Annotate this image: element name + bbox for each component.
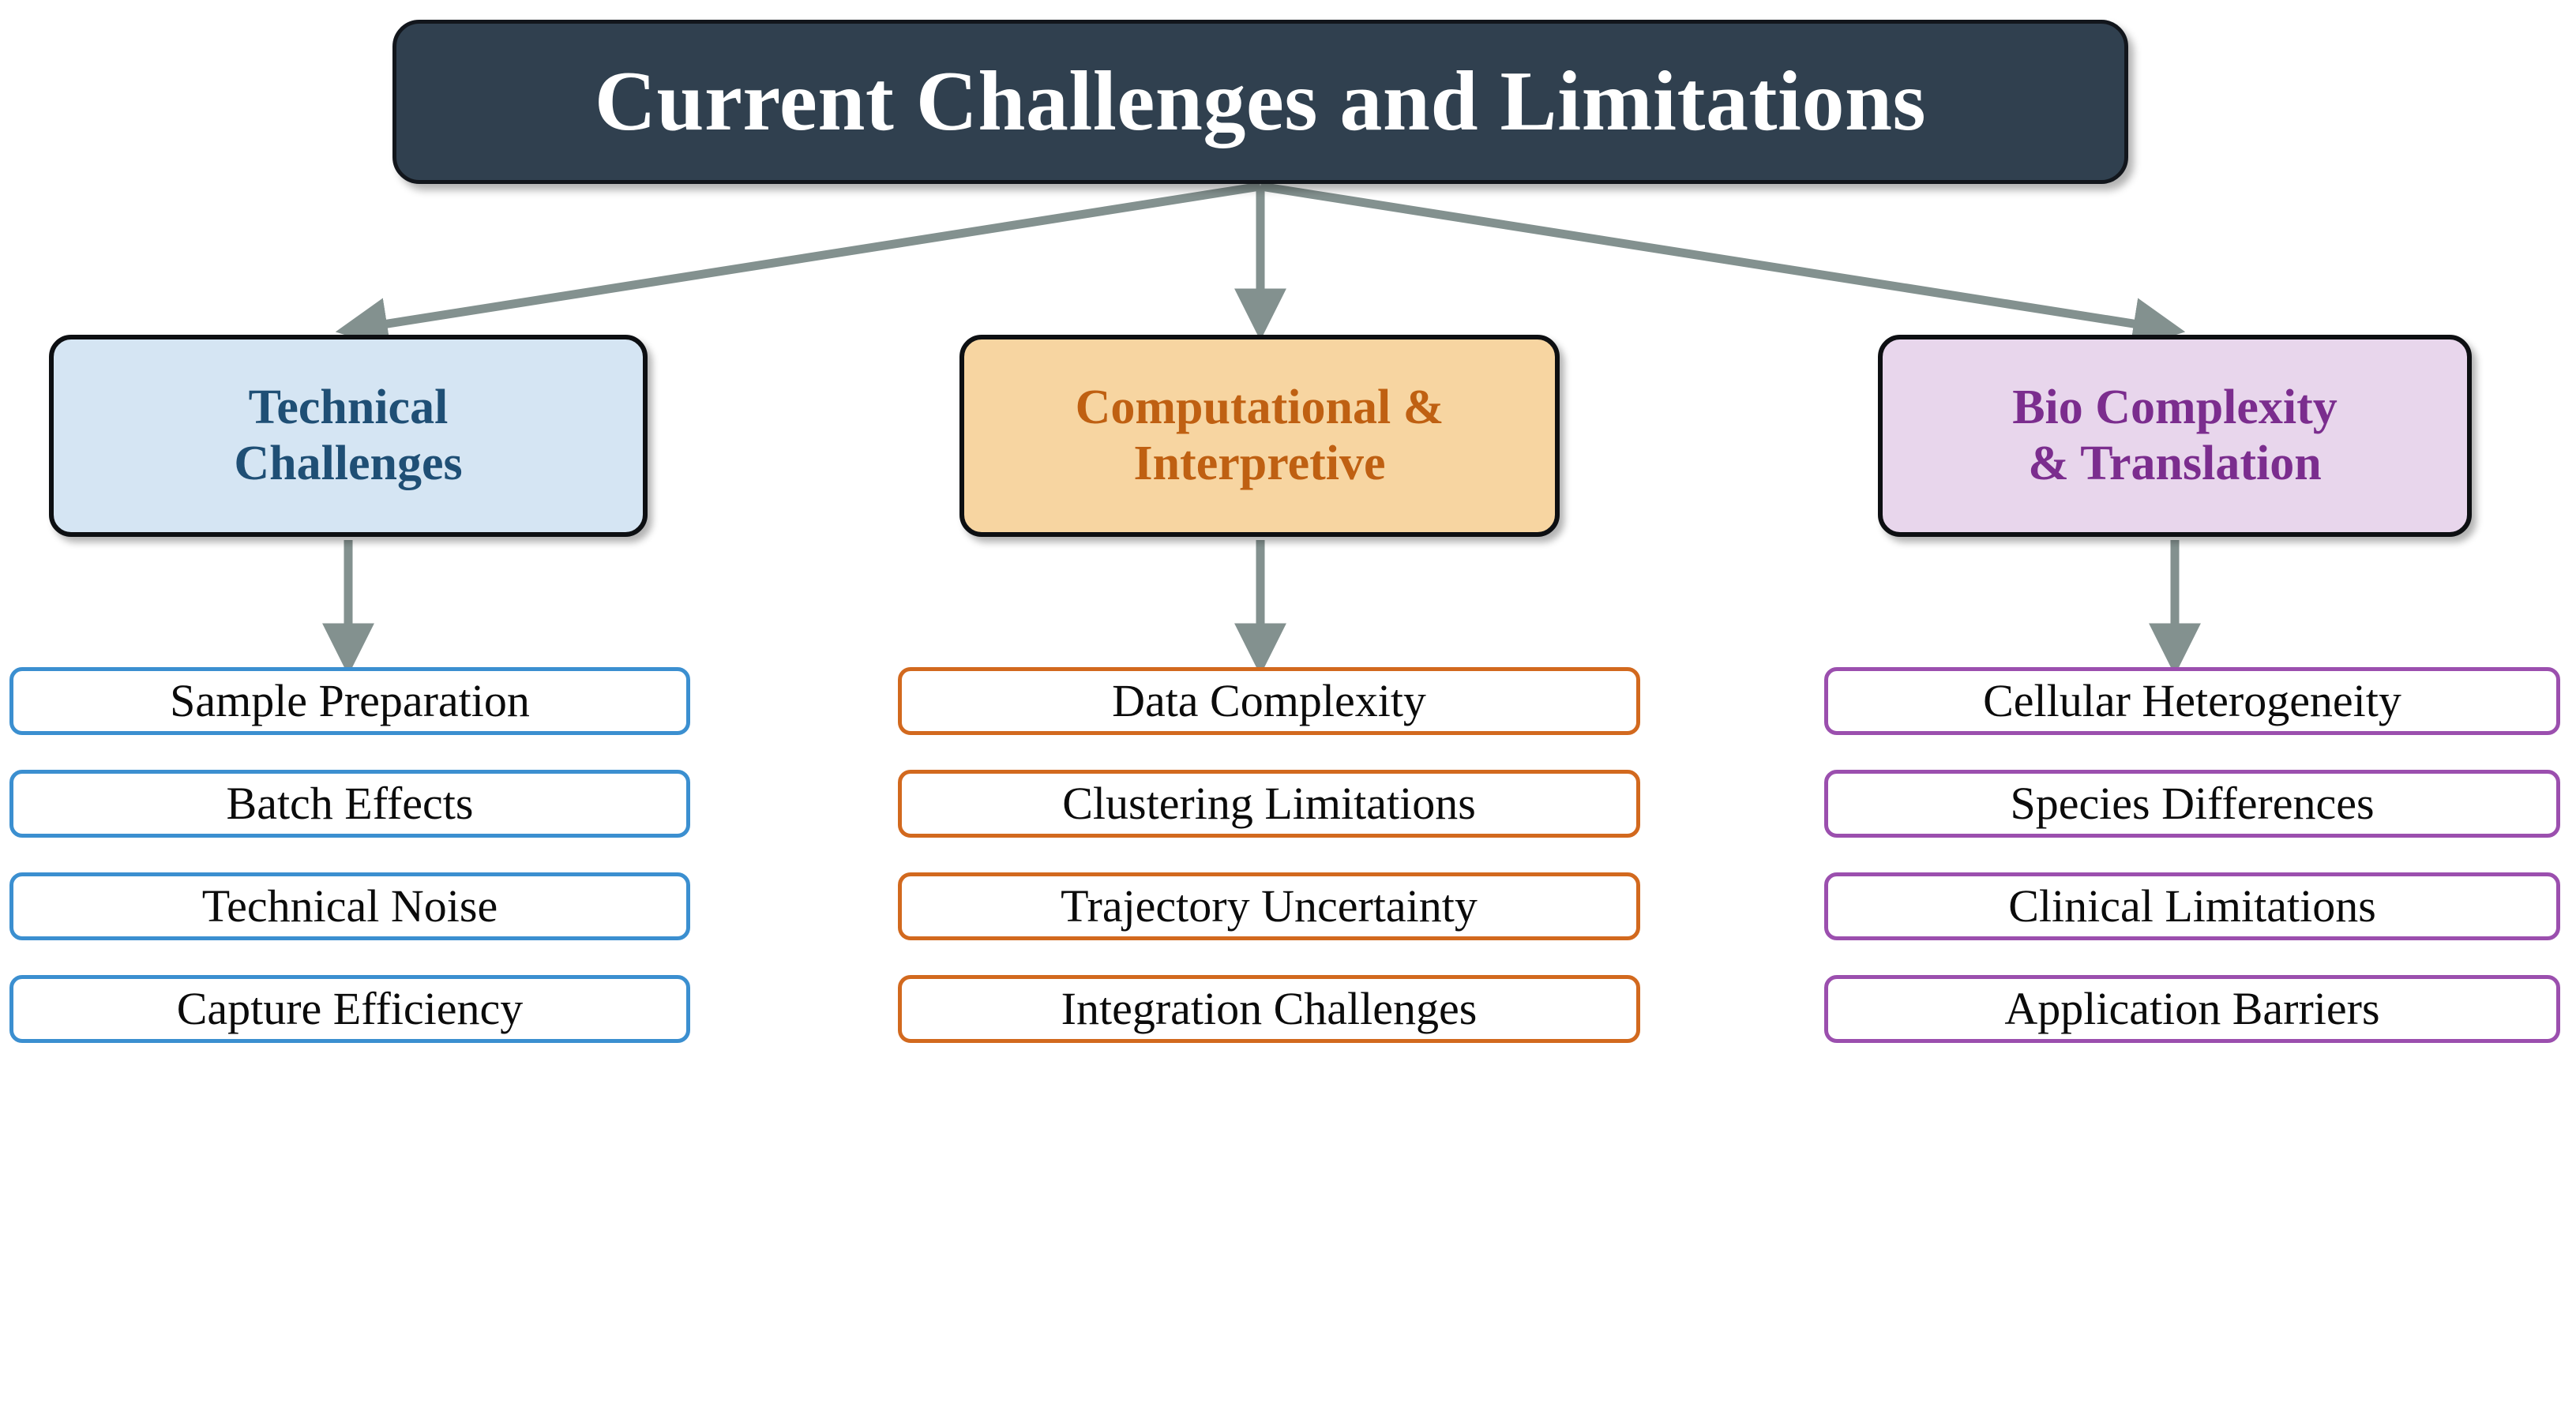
leaf-item-label: Cellular Heterogeneity: [1983, 675, 2401, 726]
connector-title-to-bio: [1260, 182, 2186, 350]
category-label-line-1: Bio Complexity: [2012, 380, 2338, 434]
leaf-item[interactable]: Batch Effects: [9, 770, 690, 838]
diagram-title-text: Current Challenges and Limitations: [594, 54, 1927, 149]
leaf-item[interactable]: Integration Challenges: [898, 975, 1640, 1043]
diagram-title-box: Current Challenges and Limitations: [392, 20, 2128, 184]
leaf-item[interactable]: Cellular Heterogeneity: [1824, 667, 2560, 735]
leaf-item-label: Data Complexity: [1112, 675, 1426, 726]
leaf-item-label: Integration Challenges: [1061, 983, 1478, 1034]
category-label-line-2: & Translation: [2028, 437, 2322, 490]
leaf-item-label: Batch Effects: [226, 778, 474, 829]
leaf-item-label: Capture Efficiency: [176, 983, 524, 1034]
leaf-item[interactable]: Trajectory Uncertainty: [898, 872, 1640, 940]
connector-title-to-technical: [335, 182, 1261, 350]
leaf-item[interactable]: Application Barriers: [1824, 975, 2560, 1043]
leaf-item[interactable]: Sample Preparation: [9, 667, 690, 735]
category-label-bio-complexity-translation: Bio Complexity & Translation: [2004, 380, 2345, 493]
leaf-item-label: Trajectory Uncertainty: [1061, 880, 1478, 932]
leaf-item[interactable]: Clustering Limitations: [898, 770, 1640, 838]
leaf-item-label: Application Barriers: [2004, 983, 2380, 1034]
category-box-computational-interpretive[interactable]: Computational & Interpretive: [959, 335, 1560, 537]
category-label-line-2: Interpretive: [1133, 437, 1386, 490]
leaf-item-label: Clinical Limitations: [2008, 880, 2376, 932]
category-label-technical-challenges: Technical Challenges: [226, 380, 470, 493]
leaf-item[interactable]: Technical Noise: [9, 872, 690, 940]
leaf-item[interactable]: Capture Efficiency: [9, 975, 690, 1043]
category-label-line-2: Challenges: [234, 437, 463, 490]
leaf-item[interactable]: Clinical Limitations: [1824, 872, 2560, 940]
leaf-item-label: Sample Preparation: [170, 675, 530, 726]
category-box-technical-challenges[interactable]: Technical Challenges: [49, 335, 648, 537]
category-label-computational-interpretive: Computational & Interpretive: [1068, 380, 1452, 493]
category-box-bio-complexity-translation[interactable]: Bio Complexity & Translation: [1878, 335, 2472, 537]
leaf-item[interactable]: Species Differences: [1824, 770, 2560, 838]
category-label-line-1: Computational &: [1075, 380, 1444, 434]
leaf-item[interactable]: Data Complexity: [898, 667, 1640, 735]
category-label-line-1: Technical: [248, 380, 449, 434]
leaf-item-label: Technical Noise: [201, 880, 498, 932]
leaf-item-label: Clustering Limitations: [1062, 778, 1476, 829]
leaf-item-label: Species Differences: [2010, 778, 2375, 829]
